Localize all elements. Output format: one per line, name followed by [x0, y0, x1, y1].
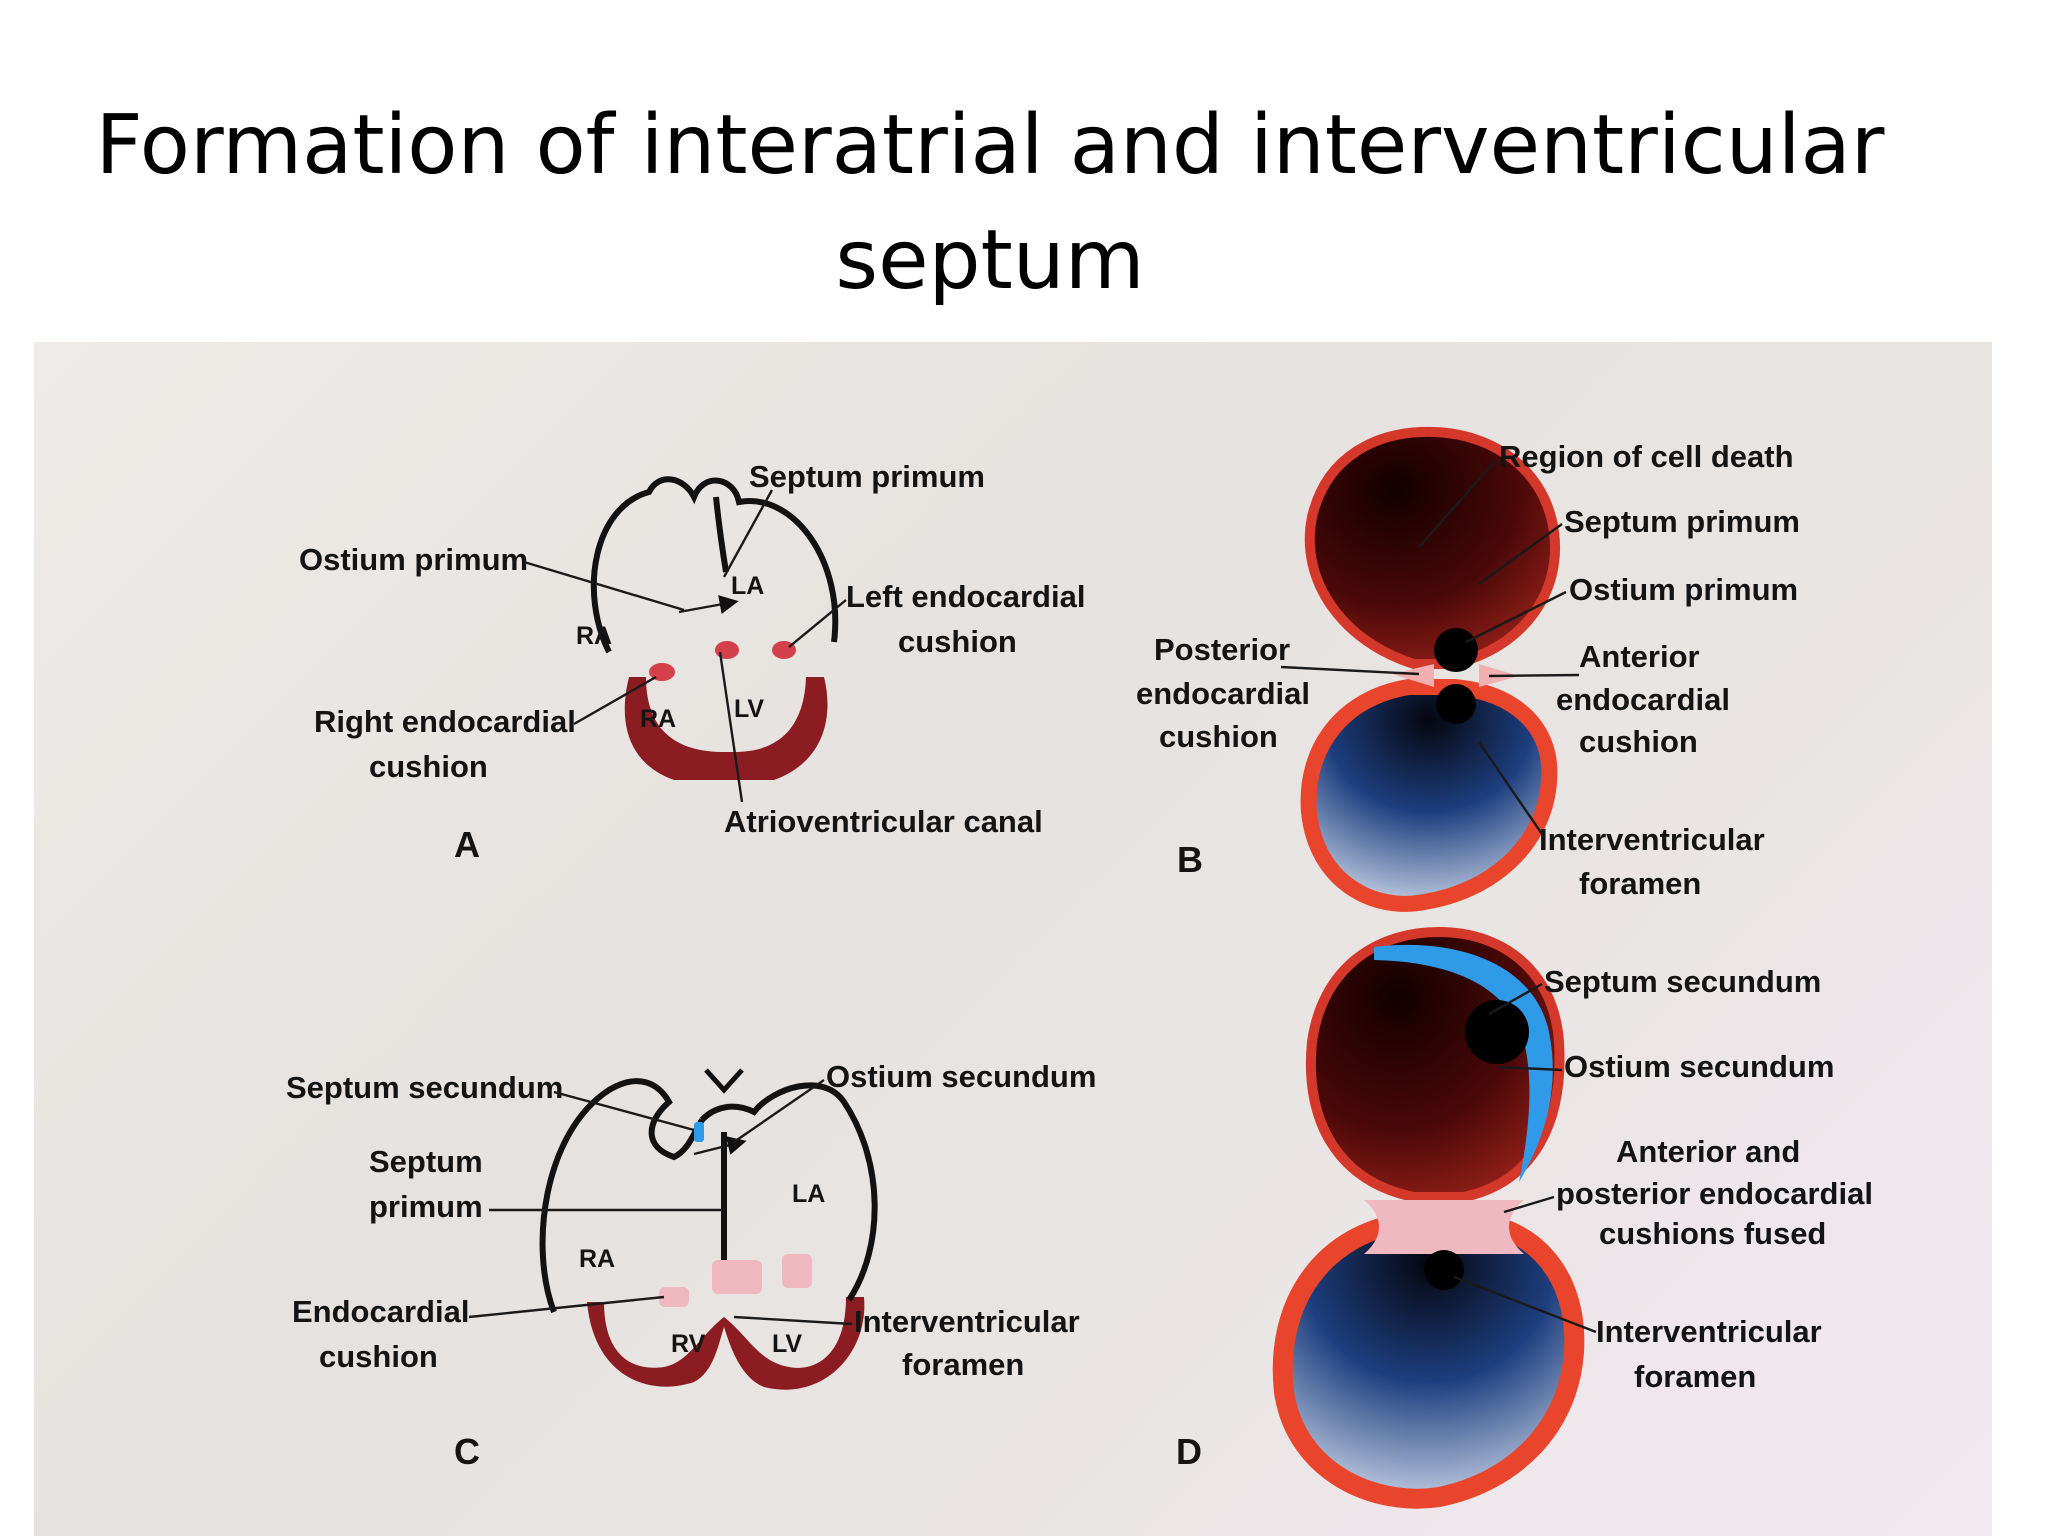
panel-b-interventricular-label-1: Interventricular [1539, 822, 1765, 857]
panel-c-leader-septum-secundum [553, 1090, 695, 1132]
panel-c-top-notch [704, 1068, 744, 1094]
panel-b-anterior-label-3: cushion [1579, 724, 1698, 759]
panel-c: RA LA RV LV Septum secundum Ostium secun… [286, 1059, 1096, 1472]
panel-c-ra-label: RA [579, 1245, 615, 1273]
panel-c-cushion-left [659, 1287, 689, 1307]
panel-d: Septum secundum Ostium secundum Anterior… [1176, 926, 1873, 1509]
panel-a-septum-primum [713, 496, 729, 573]
panel-d-fused-label-3: cushions fused [1599, 1216, 1826, 1251]
panel-d-fused-label-2: posterior endocardial [1556, 1176, 1873, 1211]
panel-d-leader-fused [1503, 1195, 1555, 1214]
panel-c-leader-endocardial [468, 1295, 665, 1319]
panel-d-leader-septum-secundum [1488, 982, 1543, 1016]
panel-b-atrium [1304, 426, 1560, 669]
panel-b-septum-primum-label: Septum primum [1564, 504, 1800, 539]
panel-d-fused-label-1: Anterior and [1616, 1134, 1800, 1169]
panel-a-septum-primum-label: Septum primum [749, 459, 985, 494]
panel-c-septum-primum-label-1: Septum [369, 1144, 483, 1179]
panel-c-leader-ostium-secundum [733, 1079, 825, 1143]
panel-d-fused-cushions [1364, 1200, 1524, 1254]
panel-a-ventricle-wall [624, 677, 828, 780]
panel-b-leader-anterior [1488, 673, 1580, 678]
panel-c-interventricular-label-2: foramen [902, 1347, 1024, 1382]
panel-d-ventricle [1272, 1212, 1585, 1509]
panel-d-leader-interventricular [1453, 1275, 1597, 1334]
heart-septation-diagram: RA LA RA LV Septum primum Ostium primum … [286, 426, 1873, 1509]
panel-a: RA LA RA LV Septum primum Ostium primum … [299, 459, 1085, 865]
panel-b-leader-posterior [1280, 665, 1420, 676]
panel-c-rv-label: RV [671, 1330, 706, 1358]
panel-b-interventricular-label-2: foramen [1579, 866, 1701, 901]
panel-a-letter: A [454, 824, 480, 865]
panel-b-posterior-label-2: endocardial [1136, 676, 1310, 711]
panel-a-left-endocardial-label-1: Left endocardial [846, 579, 1085, 614]
panel-c-cushion-middle [712, 1260, 762, 1294]
panel-a-leader-left-cushion [788, 599, 847, 648]
panel-a-atrium-outline [590, 476, 839, 654]
panel-b-leader-ostium-primum [1465, 590, 1567, 644]
panel-d-interventricular-label-1: Interventricular [1596, 1314, 1822, 1349]
panel-b-anterior-label-1: Anterior [1579, 639, 1700, 674]
panel-c-endocardial-label-2: cushion [319, 1339, 438, 1374]
slide-title: Formation of interatrial and interventri… [0, 88, 1980, 318]
panel-a-ostium-primum-label: Ostium primum [299, 542, 528, 577]
panel-a-la-label: LA [731, 572, 764, 600]
panel-d-interventricular-label-2: foramen [1634, 1359, 1756, 1394]
panel-d-letter: D [1176, 1431, 1202, 1472]
panel-a-leader-av-canal [718, 651, 744, 803]
panel-b-posterior-label-3: cushion [1159, 719, 1278, 754]
panel-c-atrium-outline [539, 1078, 878, 1314]
panel-b-ostium-primum-hole [1434, 628, 1478, 672]
panel-c-septum-secundum-label: Septum secundum [286, 1070, 563, 1105]
panel-b-interventricular-foramen-hole [1436, 684, 1476, 724]
panel-a-right-endocardial-label-1: Right endocardial [314, 704, 576, 739]
slide-title-line-1: Formation of interatrial and interventri… [95, 98, 1885, 193]
panel-a-ra-label: RA [576, 622, 612, 650]
panel-b-leader-interventricular [1478, 741, 1545, 838]
panel-c-cushion-right [782, 1254, 812, 1288]
panel-d-atrium [1306, 926, 1565, 1202]
panel-b-posterior-label-1: Posterior [1154, 632, 1290, 667]
panel-b-ostium-primum-label: Ostium primum [1569, 572, 1798, 607]
panel-a-leader-septum-primum [722, 489, 774, 578]
slide-title-line-2: septum [835, 213, 1145, 308]
panel-c-septum-primum-label-2: primum [369, 1189, 483, 1224]
panel-c-septum-secundum [694, 1122, 704, 1142]
panel-c-letter: C [454, 1431, 480, 1472]
panel-b: Region of cell death Septum primum Ostiu… [1136, 426, 1800, 912]
panel-b-leader-septum-primum [1478, 523, 1563, 585]
panel-c-ostium-arrow [693, 1136, 747, 1156]
panel-b-posterior-cushion [1392, 664, 1434, 687]
panel-d-ostium-secundum-label: Ostium secundum [1564, 1049, 1834, 1084]
panel-c-leader-interventricular [733, 1315, 853, 1326]
panel-a-left-endocardial-label-2: cushion [898, 624, 1017, 659]
panel-a-leader-right-cushion [573, 675, 657, 726]
panel-c-interventricular-label-1: Interventricular [854, 1304, 1080, 1339]
panel-d-septum-secundum-label: Septum secundum [1544, 964, 1821, 999]
panel-b-letter: B [1177, 839, 1203, 880]
panel-b-anterior-label-2: endocardial [1556, 682, 1730, 717]
panel-a-atrioventricular-canal-label: Atrioventricular canal [724, 804, 1043, 839]
panel-c-lv-label: LV [772, 1330, 802, 1358]
panel-d-interventricular-foramen-hole [1424, 1250, 1464, 1290]
panel-d-leader-ostium-secundum [1498, 1065, 1563, 1072]
panel-a-middle-cushion [715, 641, 739, 659]
panel-d-ostium-secundum-hole [1465, 1000, 1529, 1064]
panel-b-region-cell-death-label: Region of cell death [1499, 439, 1794, 474]
panel-a-leader-ostium-primum [523, 560, 685, 612]
panel-b-leader-cell-death [1418, 459, 1497, 548]
panel-b-ventricle [1300, 679, 1558, 912]
panel-c-ventricle-wall [587, 1297, 865, 1390]
panel-a-ostium-arrow [678, 595, 739, 615]
panel-c-la-label: LA [792, 1180, 825, 1208]
textbook-figure-photo: RA LA RA LV Septum primum Ostium primum … [34, 342, 1992, 1536]
panel-a-ra-lower-label: RA [640, 705, 676, 733]
panel-a-lv-label: LV [734, 695, 764, 723]
panel-c-endocardial-label-1: Endocardial [292, 1294, 469, 1329]
panel-c-ostium-secundum-label: Ostium secundum [826, 1059, 1096, 1094]
panel-a-right-endocardial-label-2: cushion [369, 749, 488, 784]
